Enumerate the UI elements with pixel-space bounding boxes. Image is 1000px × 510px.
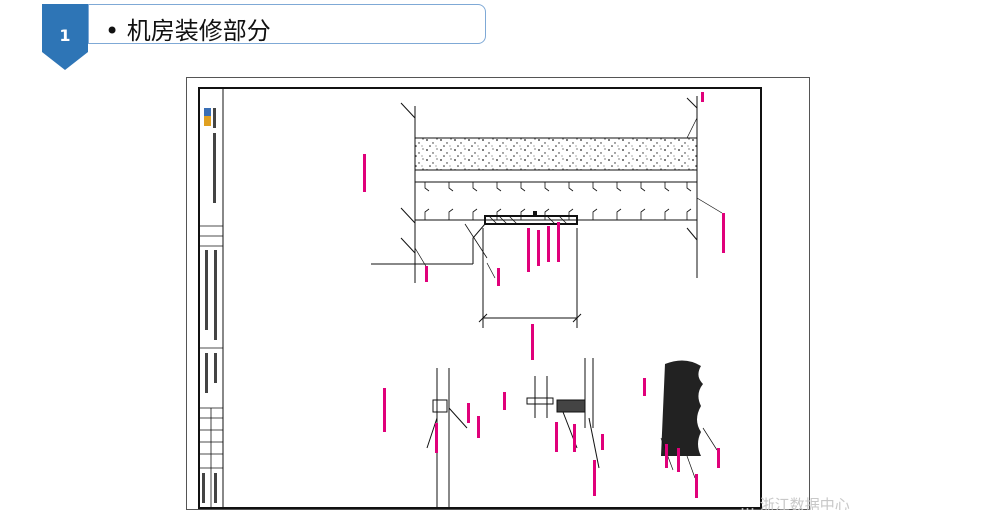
section-number: 1	[59, 26, 71, 45]
cad-drawing-image	[186, 77, 810, 510]
watermark-text: … 浙江数据中心	[740, 496, 850, 510]
section-title-box: • 机房装修部分	[88, 4, 486, 46]
title-bullet: •	[105, 17, 120, 45]
title-label: 机房装修部分	[126, 17, 271, 45]
section-badge: 1	[42, 4, 88, 70]
badge-shape-icon	[42, 4, 88, 70]
cad-drawing-svg	[198, 87, 762, 509]
section-title: • 机房装修部分	[105, 11, 271, 46]
